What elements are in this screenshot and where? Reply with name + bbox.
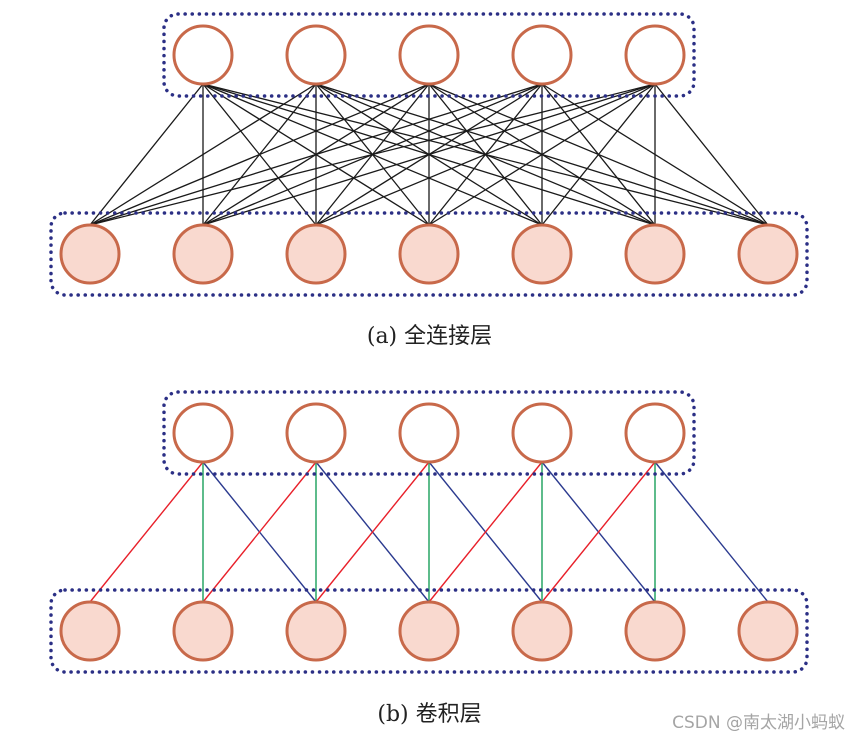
fc-edge <box>202 83 656 226</box>
conv-lower-node <box>737 600 799 662</box>
conv-lower-node <box>398 600 460 662</box>
conv-upper-node <box>398 402 460 464</box>
conv-upper-layer-outline <box>162 390 696 476</box>
conv-edge <box>202 461 317 603</box>
fc-edge <box>89 83 204 226</box>
fc-edge <box>428 83 656 226</box>
fc-edge <box>541 83 656 226</box>
watermark: CSDN @南太湖小蚂蚁 <box>672 713 845 733</box>
conv-upper-node <box>285 402 347 464</box>
fc-lower-node <box>398 223 460 285</box>
fc-edge <box>89 83 430 226</box>
conv-edge <box>541 461 656 603</box>
fc-upper-node <box>285 24 347 86</box>
conv-edge <box>315 461 430 603</box>
fully-connected-layer-diagram <box>49 12 809 297</box>
fully-connected-nodes <box>59 24 799 285</box>
fully-connected-layer-groups <box>49 12 809 297</box>
fc-lower-node <box>285 223 347 285</box>
convolution-layer-groups <box>49 390 809 674</box>
conv-upper-node <box>511 402 573 464</box>
conv-edge <box>428 461 543 603</box>
fc-upper-layer-outline <box>162 12 696 98</box>
conv-edge <box>654 461 769 603</box>
fully-connected-edges <box>89 83 769 226</box>
fc-upper-node <box>172 24 234 86</box>
fc-edge <box>654 83 769 226</box>
convolution-edges <box>89 461 769 603</box>
fc-edge <box>315 83 656 226</box>
fc-lower-node <box>624 223 686 285</box>
conv-lower-node <box>624 600 686 662</box>
fc-lower-node <box>737 223 799 285</box>
fc-edge <box>89 83 543 226</box>
conv-edge <box>89 461 204 603</box>
conv-upper-node <box>624 402 686 464</box>
fc-upper-node <box>398 24 460 86</box>
conv-lower-node <box>172 600 234 662</box>
fc-lower-node <box>172 223 234 285</box>
caption-convolution: (b) 卷积层 <box>377 702 482 727</box>
convolution-nodes <box>59 402 799 662</box>
fc-lower-node <box>59 223 121 285</box>
conv-lower-node <box>511 600 573 662</box>
fc-upper-node <box>624 24 686 86</box>
caption-fully-connected: (a) 全连接层 <box>366 324 493 349</box>
fc-edge <box>89 83 656 226</box>
fc-upper-node <box>511 24 573 86</box>
convolution-layer-diagram <box>49 390 809 674</box>
fc-lower-node <box>511 223 573 285</box>
conv-lower-node <box>59 600 121 662</box>
conv-lower-node <box>285 600 347 662</box>
conv-upper-node <box>172 402 234 464</box>
fc-edge <box>89 83 317 226</box>
